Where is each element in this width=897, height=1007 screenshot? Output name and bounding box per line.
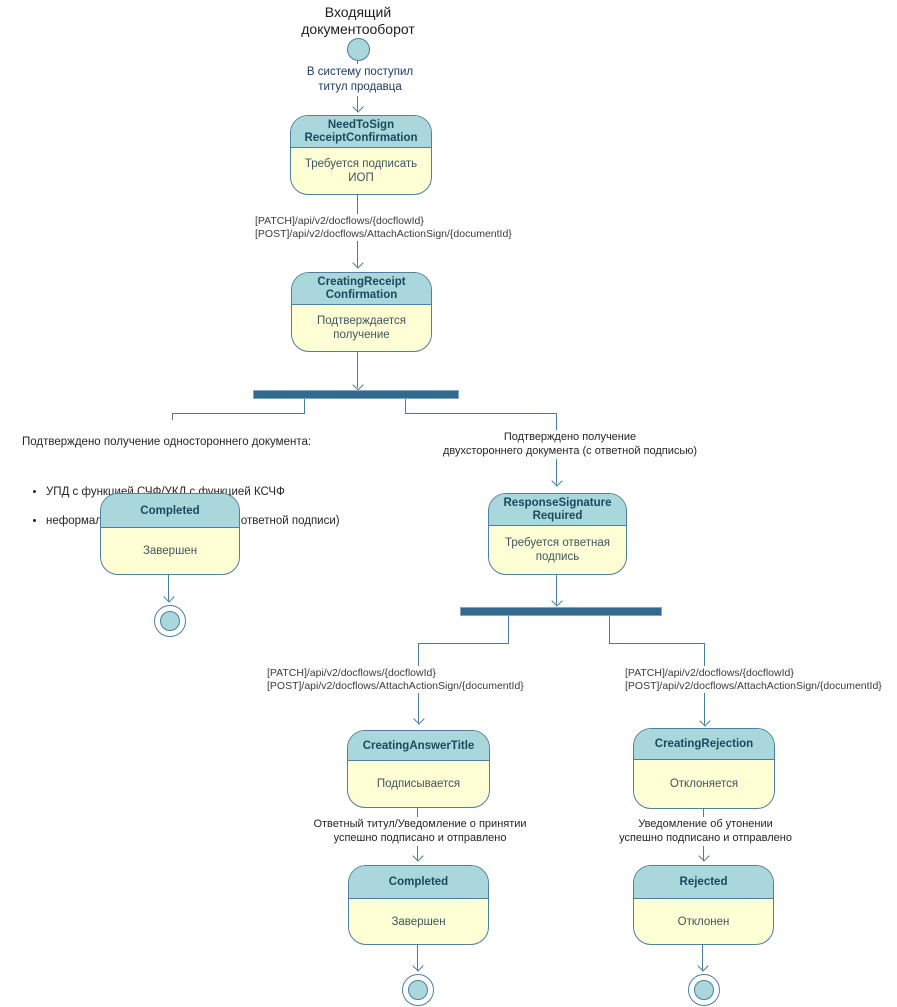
list-item: УПД с функцией СЧФ/УКД с функцией КСЧФ xyxy=(46,485,367,499)
arrowhead-final-left xyxy=(163,591,175,603)
transition-label-two-sided: Подтверждено получение двухстороннего до… xyxy=(434,430,706,459)
arrowhead-final-bottom xyxy=(412,960,424,972)
connector-rejected-final xyxy=(702,943,704,971)
state-name: ResponseSignature Required xyxy=(489,494,626,526)
connector-to-fork-1 xyxy=(357,350,359,388)
state-rejected: Rejected Отклонен xyxy=(633,865,774,945)
connector-completed-bottom-final xyxy=(417,943,419,971)
state-name: Rejected xyxy=(634,866,773,899)
state-description: Подписывается xyxy=(376,778,461,790)
connector-fork1-right-horizontal xyxy=(405,413,557,415)
state-completed-bottom: Completed Завершен xyxy=(348,865,489,945)
state-creating-answer-title: CreatingAnswerTitle Подписывается xyxy=(347,730,490,808)
diagram-title: Входящий документооборот xyxy=(301,4,415,37)
arrowhead-completed-bottom xyxy=(412,850,424,862)
state-creating-receipt-confirmation: CreatingReceipt Confirmation Подтверждае… xyxy=(291,272,432,352)
state-name: Completed xyxy=(349,866,488,899)
state-description: Завершен xyxy=(142,545,198,557)
state-response-signature-required: ResponseSignature Required Требуется отв… xyxy=(488,493,627,575)
connector-fork2-right-horizontal xyxy=(609,643,705,645)
fork-bar-2 xyxy=(460,607,662,616)
state-need-to-sign-receipt-confirmation: NeedToSign ReceiptConfirmation Требуется… xyxy=(290,115,432,195)
connector-fork1-left-horizontal xyxy=(172,413,305,415)
state-description: Подтверждается получение xyxy=(316,315,407,341)
connector-fork2-left-horizontal xyxy=(418,643,509,645)
state-completed-left: Completed Завершен xyxy=(100,493,240,575)
final-state-node-left xyxy=(154,605,186,637)
arrowhead-start xyxy=(352,101,364,113)
arrowhead-final-right xyxy=(697,960,709,972)
state-name: NeedToSign ReceiptConfirmation xyxy=(291,116,431,148)
state-description: Завершен xyxy=(391,915,446,928)
state-description: Отклонен xyxy=(677,915,730,928)
arrowhead-response-signature xyxy=(551,475,563,487)
state-description: Требуется ответная подпись xyxy=(505,537,610,563)
state-name: CreatingReceipt Confirmation xyxy=(292,273,431,305)
connector-fork1-left-stub xyxy=(304,397,306,413)
final-state-node-right xyxy=(688,974,720,1006)
initial-state-node xyxy=(347,38,370,61)
state-name: CreatingAnswerTitle xyxy=(348,731,489,761)
transition-label-start-event: В систему поступил титул продавца xyxy=(285,64,435,96)
final-state-node-bottom xyxy=(402,974,434,1006)
final-state-inner xyxy=(694,980,714,1000)
transition-label-api-sign-3: [PATCH]/api/v2/docflows/{docflowId} [POS… xyxy=(623,666,897,693)
arrowhead-to-fork-2 xyxy=(551,595,563,607)
state-description: Отклоняется xyxy=(669,778,739,790)
transition-label-api-sign-1: [PATCH]/api/v2/docflows/{docflowId} [POS… xyxy=(253,214,537,241)
connector-fork2-left-stub xyxy=(508,614,510,643)
fork-bar-1 xyxy=(253,390,459,399)
final-state-inner xyxy=(160,611,180,631)
arrowhead-rejected xyxy=(698,850,710,862)
state-name: Completed xyxy=(101,494,239,528)
state-creating-rejection: CreatingRejection Отклоняется xyxy=(633,728,775,809)
arrowhead-sign-receipt xyxy=(352,257,364,269)
one-sided-title: Подтверждено получение одностороннего до… xyxy=(22,436,312,448)
arrowhead-to-fork-1 xyxy=(352,379,364,391)
transition-label-answer-signed: Ответный титул/Уведомление о принятии ус… xyxy=(299,817,541,846)
connector-fork1-right-stub xyxy=(405,397,407,413)
connector-fork2-right-stub xyxy=(609,614,611,643)
final-state-inner xyxy=(408,980,428,1000)
state-name: CreatingRejection xyxy=(634,729,774,760)
connector-to-fork-2 xyxy=(556,573,558,605)
state-description: Требуется подписать ИОП xyxy=(304,158,418,184)
transition-label-api-sign-2: [PATCH]/api/v2/docflows/{docflowId} [POS… xyxy=(265,666,549,693)
arrowhead-creating-rejection xyxy=(699,715,711,727)
arrowhead-creating-answer xyxy=(413,713,425,725)
transition-label-rejection-signed: Уведомление об утонении успешно подписан… xyxy=(590,817,821,846)
connector-completed-left-final xyxy=(168,573,170,601)
